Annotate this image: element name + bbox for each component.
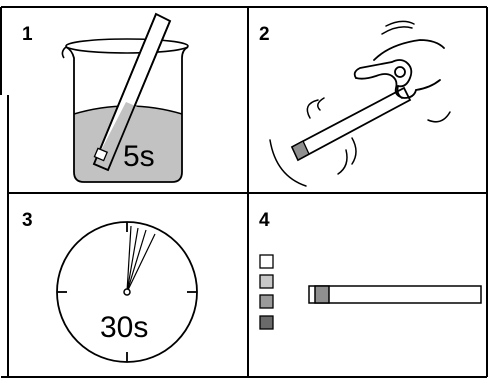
swatch-3 [260,295,273,308]
result-strip [309,286,481,303]
panel-2-number: 2 [259,24,270,45]
panel-1-number: 1 [22,24,33,45]
wait-time-label: 30s [100,311,148,344]
test-strip-icon [292,88,410,160]
panel-1: 1 5s [22,14,188,182]
panel-4: 4 [259,210,481,329]
swatch-2 [260,275,273,288]
panel-4-number: 4 [259,210,270,231]
result-strip-pad [315,286,329,303]
test-strip-icon [309,286,481,303]
swatch-1 [260,255,273,268]
motion-lines [270,21,450,186]
panel-2: 2 [259,21,450,186]
panel-3-number: 3 [22,210,33,231]
hand-icon [355,40,444,98]
dip-time-label: 5s [123,140,155,173]
swatch-4 [260,316,273,329]
color-chart-icon [260,255,273,329]
panel-3: 3 30s [22,210,197,362]
